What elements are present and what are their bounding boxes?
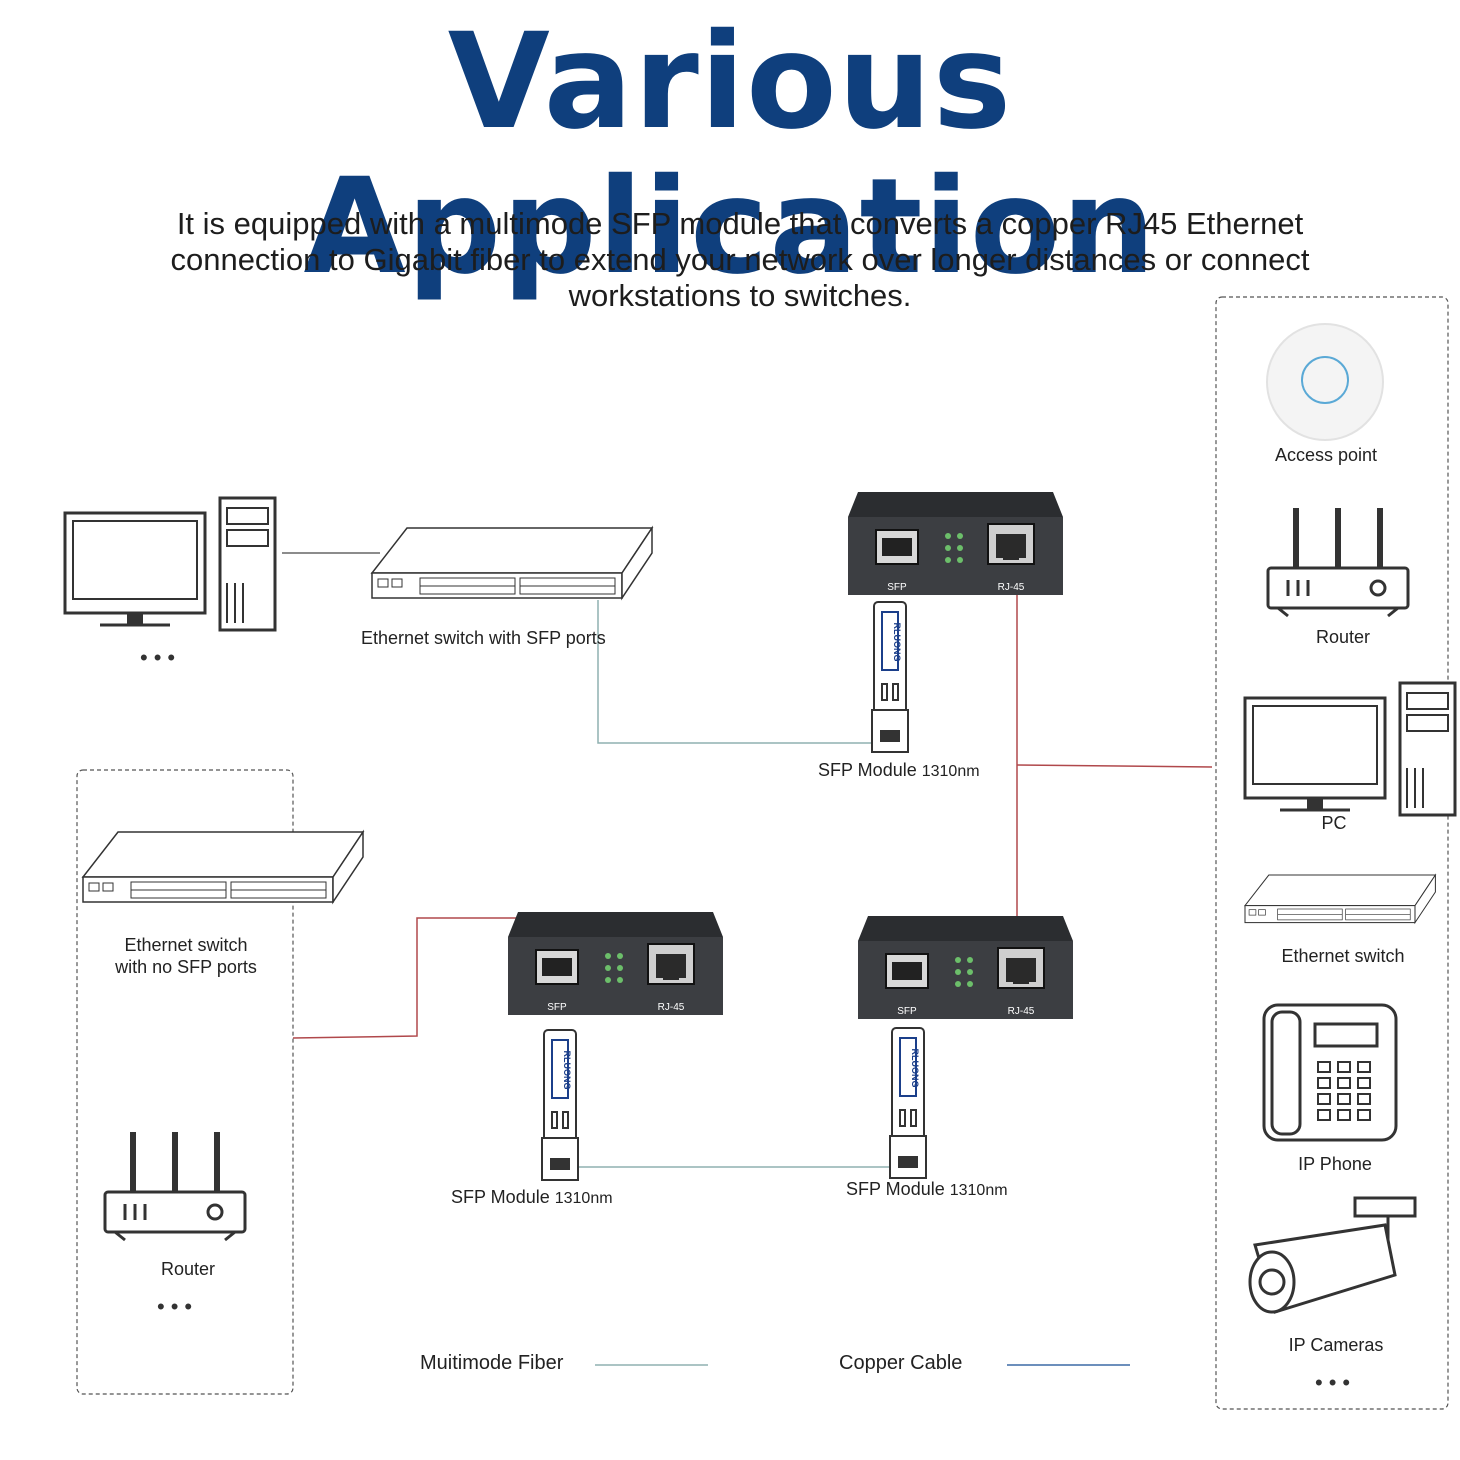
- pc-right-icon: [1243, 681, 1457, 817]
- right-device-panel: [1215, 296, 1449, 1410]
- ethernet-switch-right-icon: [1244, 874, 1436, 924]
- copper-cables: [292, 595, 1213, 1039]
- ellipsis-pc-left: •••: [140, 645, 182, 670]
- ellipsis-left-panel: •••: [157, 1294, 199, 1319]
- ellipsis-right-panel: •••: [1315, 1370, 1357, 1395]
- converter-sfp-label-1: SFP: [547, 1002, 567, 1013]
- label-ethernet-switch: Ethernet switch: [1281, 946, 1405, 966]
- converter-rj45-label-0: RJ-45: [998, 582, 1025, 593]
- label-sfp-module-top: SFP Module 1310nm: [818, 760, 980, 780]
- fiber-cables: [282, 552, 908, 1168]
- router-right-icon: [1268, 508, 1408, 616]
- ip-camera-icon: [1248, 1196, 1417, 1314]
- sfp-brand-label-2: RLUONG: [910, 1049, 920, 1088]
- label-ip-phone: IP Phone: [1298, 1154, 1372, 1174]
- sfp-brand-label-0: RLUONG: [892, 623, 902, 662]
- legend-fiber: Muitimode Fiber: [420, 1352, 564, 1374]
- media-converter-bottom-right-icon: [857, 915, 1074, 1020]
- label-pc: PC: [1321, 813, 1347, 833]
- converter-sfp-label-2: SFP: [897, 1006, 917, 1017]
- page-subtitle: It is equipped with a multimode SFP modu…: [170, 206, 1310, 313]
- access-point-icon: [1266, 323, 1384, 441]
- ethernet-switch-left-icon: [82, 831, 364, 903]
- converter-sfp-label-0: SFP: [887, 582, 907, 593]
- router-left-icon: [105, 1132, 245, 1240]
- label-switch-sfp: Ethernet switch with SFP ports: [361, 628, 606, 648]
- label-sfp-module-bottom-left: SFP Module 1310nm: [451, 1187, 613, 1207]
- converter-rj45-label-1: RJ-45: [658, 1002, 685, 1013]
- ethernet-switch-sfp-icon: [371, 527, 653, 599]
- label-router-right: Router: [1315, 627, 1371, 647]
- label-access-point: Access point: [1274, 445, 1378, 465]
- media-converter-top-icon: [847, 491, 1064, 596]
- left-device-panel: [76, 769, 294, 1395]
- pc-left-icon: [63, 496, 277, 632]
- sfp-brand-label-1: RLUONG: [562, 1051, 572, 1090]
- page-title: Various Application: [303, 5, 1157, 305]
- label-ip-cameras: IP Cameras: [1288, 1335, 1384, 1355]
- media-converter-bottom-left-icon: [507, 911, 724, 1016]
- ip-phone-icon: [1262, 1003, 1398, 1142]
- label-sfp-module-bottom-right: SFP Module 1310nm: [846, 1179, 1008, 1199]
- converter-rj45-label-2: RJ-45: [1008, 1006, 1035, 1017]
- label-router-left: Router: [160, 1259, 216, 1279]
- legend-copper: Copper Cable: [839, 1352, 963, 1374]
